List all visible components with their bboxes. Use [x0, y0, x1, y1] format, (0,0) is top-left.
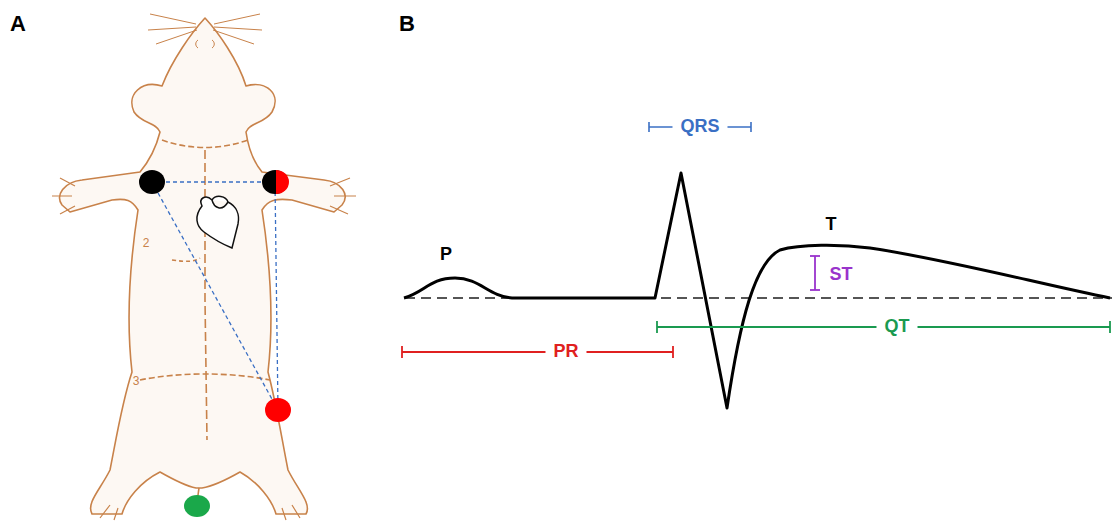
wave-label-holder: P [440, 245, 452, 265]
wave-label: T [826, 215, 837, 235]
panel-letter: A [10, 12, 26, 36]
segment-label-holder: ST [829, 265, 852, 285]
interval-label: QRS [672, 117, 727, 137]
pr-bracket [402, 346, 673, 358]
electrodes [139, 170, 291, 517]
st-bracket [810, 256, 820, 290]
interval-label: QT [877, 317, 918, 337]
heart-outline [197, 196, 239, 248]
electrode-green [184, 495, 210, 517]
mouse-illustration [52, 14, 356, 520]
ecg-trace [404, 173, 1110, 408]
electrode-black-red [262, 170, 288, 194]
interval-label-holder: PR [545, 342, 586, 362]
electrode-red-half [276, 170, 289, 194]
region-number: 2 [143, 237, 150, 250]
interval-label-holder: QRS [672, 117, 727, 137]
interval-label-holder: QT [877, 317, 918, 337]
panel-letter-holder: A [10, 12, 26, 36]
electrode-black [139, 170, 165, 194]
panel-letter-holder: B [399, 12, 415, 36]
segment-label: ST [829, 265, 852, 285]
wave-label: P [440, 245, 452, 265]
interval-label: PR [545, 342, 586, 362]
region-number-holder: 2 [143, 233, 150, 251]
region-number-holder: 3 [133, 371, 140, 389]
region-number: 3 [133, 375, 140, 388]
lead-triangle [152, 182, 278, 410]
panel-letter: B [399, 12, 415, 36]
electrode-red [265, 398, 291, 422]
wave-label-holder: T [826, 215, 837, 235]
